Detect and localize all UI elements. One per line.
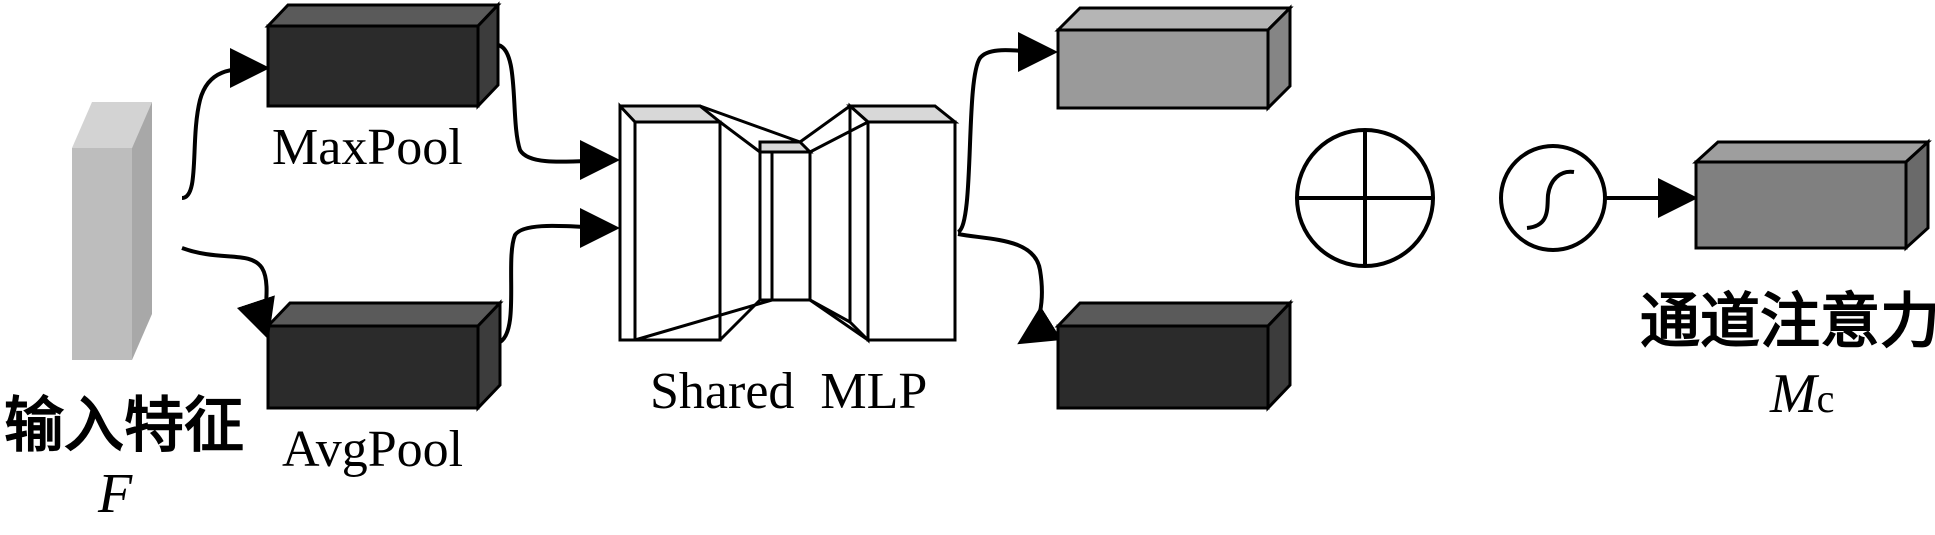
channel-attention-output-block: [1692, 138, 1932, 252]
maxpool-label: MaxPool: [272, 119, 463, 176]
input-feature-symbol: F: [98, 463, 133, 525]
maxpool-block: [264, 1, 502, 110]
sigmoid-icon: [1499, 144, 1607, 252]
mlp-to-top-output-arrow: [956, 31, 1058, 234]
mlp-to-bottom-output-arrow: [957, 232, 1062, 345]
input-to-avgpool-arrow: [181, 246, 275, 340]
shared-mlp-block: [618, 102, 960, 344]
channel-attention-symbol-main: M: [1770, 363, 1817, 425]
channel-attention-symbol-sub: c: [1816, 376, 1835, 421]
mlp-output-bottom-block: [1054, 299, 1294, 412]
input-feature-block: [72, 102, 152, 360]
elementwise-sum-icon: [1295, 128, 1435, 268]
avgpool-to-mlp-arrow: [498, 207, 620, 344]
avgpool-block: [264, 299, 504, 412]
mlp-output-top-block: [1054, 4, 1294, 112]
channel-attention-symbol: Mc: [1770, 366, 1834, 422]
maxpool-to-mlp-arrow: [497, 43, 620, 181]
avgpool-label: AvgPool: [282, 421, 464, 478]
shared-mlp-label: Shared MLP: [650, 363, 928, 420]
channel-attention-label: 通道注意力: [1640, 287, 1935, 357]
input-to-maxpool-arrow: [181, 48, 270, 200]
input-feature-label: 输入特征: [4, 391, 244, 461]
